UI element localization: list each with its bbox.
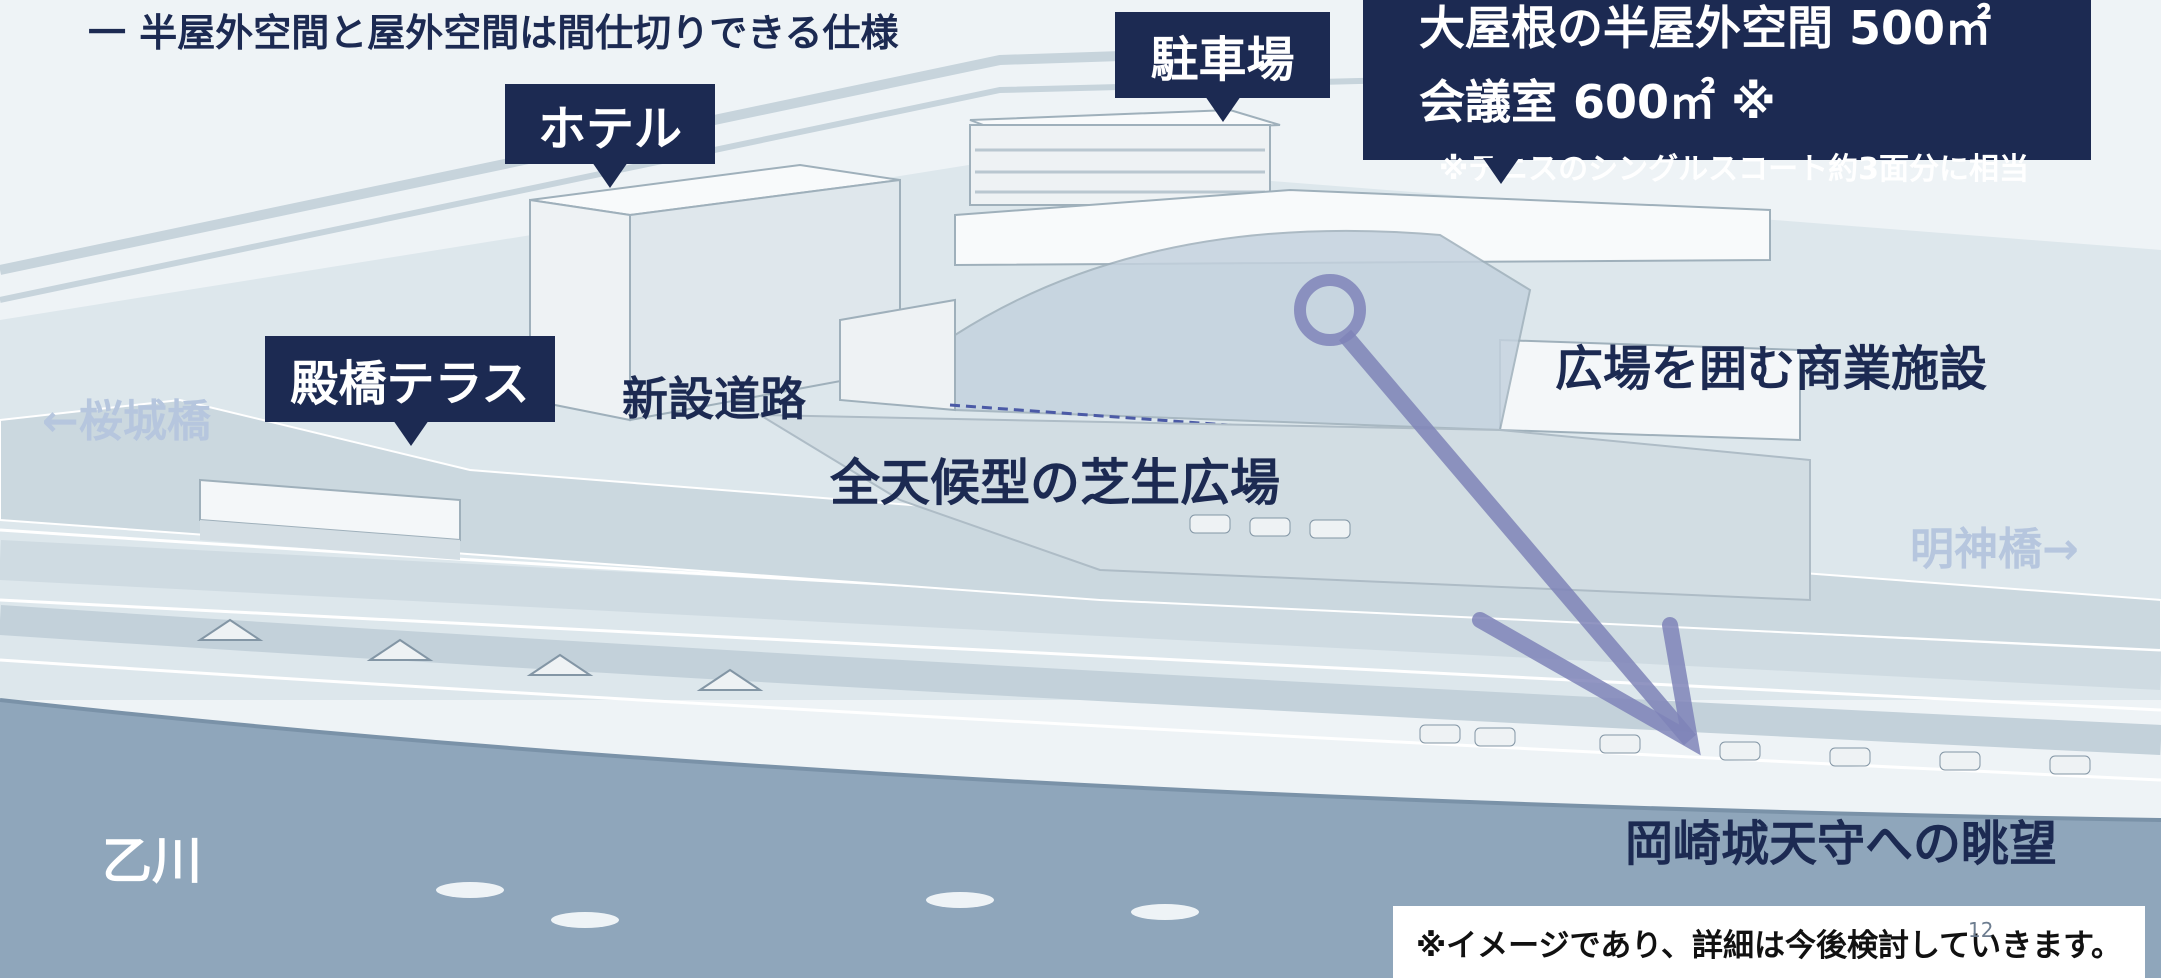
info-note: ※テニスのシングルスコート約3面分に相当 bbox=[1439, 152, 2030, 187]
tent bbox=[196, 618, 264, 641]
vehicle bbox=[1719, 741, 1761, 761]
boat bbox=[551, 912, 619, 928]
promenade-line-2 bbox=[0, 658, 2161, 782]
myojin-bridge-label: 明神橋→ bbox=[1910, 524, 2079, 575]
boat bbox=[926, 892, 994, 908]
boat bbox=[1131, 904, 1199, 920]
dono-bashi-terrace-text: 殿橋テラス bbox=[290, 356, 530, 412]
vehicle bbox=[1474, 727, 1516, 747]
sakurajo-bridge-label: ←桜城橋 bbox=[42, 396, 211, 447]
lawn-plaza bbox=[756, 413, 1811, 602]
new-road-label: 新設道路 bbox=[622, 372, 806, 426]
info-pointer bbox=[1483, 158, 1519, 184]
page-number: 12 bbox=[1968, 918, 1994, 942]
river-label: 乙川 bbox=[102, 832, 202, 890]
parking-pointer bbox=[1205, 96, 1241, 122]
vehicle bbox=[1309, 519, 1351, 539]
vehicle bbox=[2049, 755, 2091, 775]
commercial-facility-label: 広場を囲む商業施設 bbox=[1555, 341, 1988, 397]
viewpoint-ring bbox=[1294, 274, 1366, 346]
promenade-band-1 bbox=[0, 540, 2161, 690]
promenade-band-2 bbox=[0, 605, 2161, 755]
vehicle bbox=[1419, 724, 1461, 744]
hotel-label-text: ホテル bbox=[537, 101, 682, 157]
vehicle bbox=[1939, 751, 1981, 771]
lawn-plaza-label: 全天候型の芝生広場 bbox=[830, 454, 1280, 512]
terrace-building-wall bbox=[200, 520, 460, 560]
tent bbox=[526, 653, 594, 676]
vehicle bbox=[1189, 514, 1231, 534]
view-line bbox=[1338, 329, 1697, 746]
top-note: 一 半屋外空間と屋外空間は間仕切りできる仕様 bbox=[88, 11, 899, 55]
commercial-top bbox=[954, 188, 1771, 267]
dono-bashi-terrace-label: 殿橋テラス bbox=[265, 336, 555, 446]
vehicle bbox=[1249, 517, 1291, 537]
info-box: 大屋根の半屋外空間 500㎡ 会議室 600㎡ ※ ※テニスのシングルスコート約… bbox=[1363, 0, 2091, 187]
dono-bashi-terrace-pointer bbox=[393, 420, 429, 446]
parking-stripes bbox=[975, 148, 1265, 194]
parking-label: 駐車場 bbox=[1115, 12, 1330, 122]
vehicle bbox=[1829, 747, 1871, 767]
disclaimer: ※イメージであり、詳細は今後検討していきます。 bbox=[1393, 906, 2145, 978]
commercial-block-left bbox=[839, 298, 956, 412]
info-line-1: 大屋根の半屋外空間 500㎡ bbox=[1419, 1, 1992, 55]
boat bbox=[436, 882, 504, 898]
view-arrowhead bbox=[1472, 612, 1701, 756]
castle-view-label: 岡崎城天守への眺望 bbox=[1625, 816, 2058, 872]
river-bank bbox=[0, 698, 2161, 822]
tent bbox=[696, 668, 764, 691]
tent bbox=[366, 638, 434, 661]
hotel-label: ホテル bbox=[505, 84, 715, 188]
hotel-pointer bbox=[592, 162, 628, 188]
vehicle bbox=[1599, 734, 1641, 754]
info-line-2: 会議室 600㎡ ※ bbox=[1419, 75, 1776, 129]
parking-label-text: 駐車場 bbox=[1150, 32, 1295, 88]
